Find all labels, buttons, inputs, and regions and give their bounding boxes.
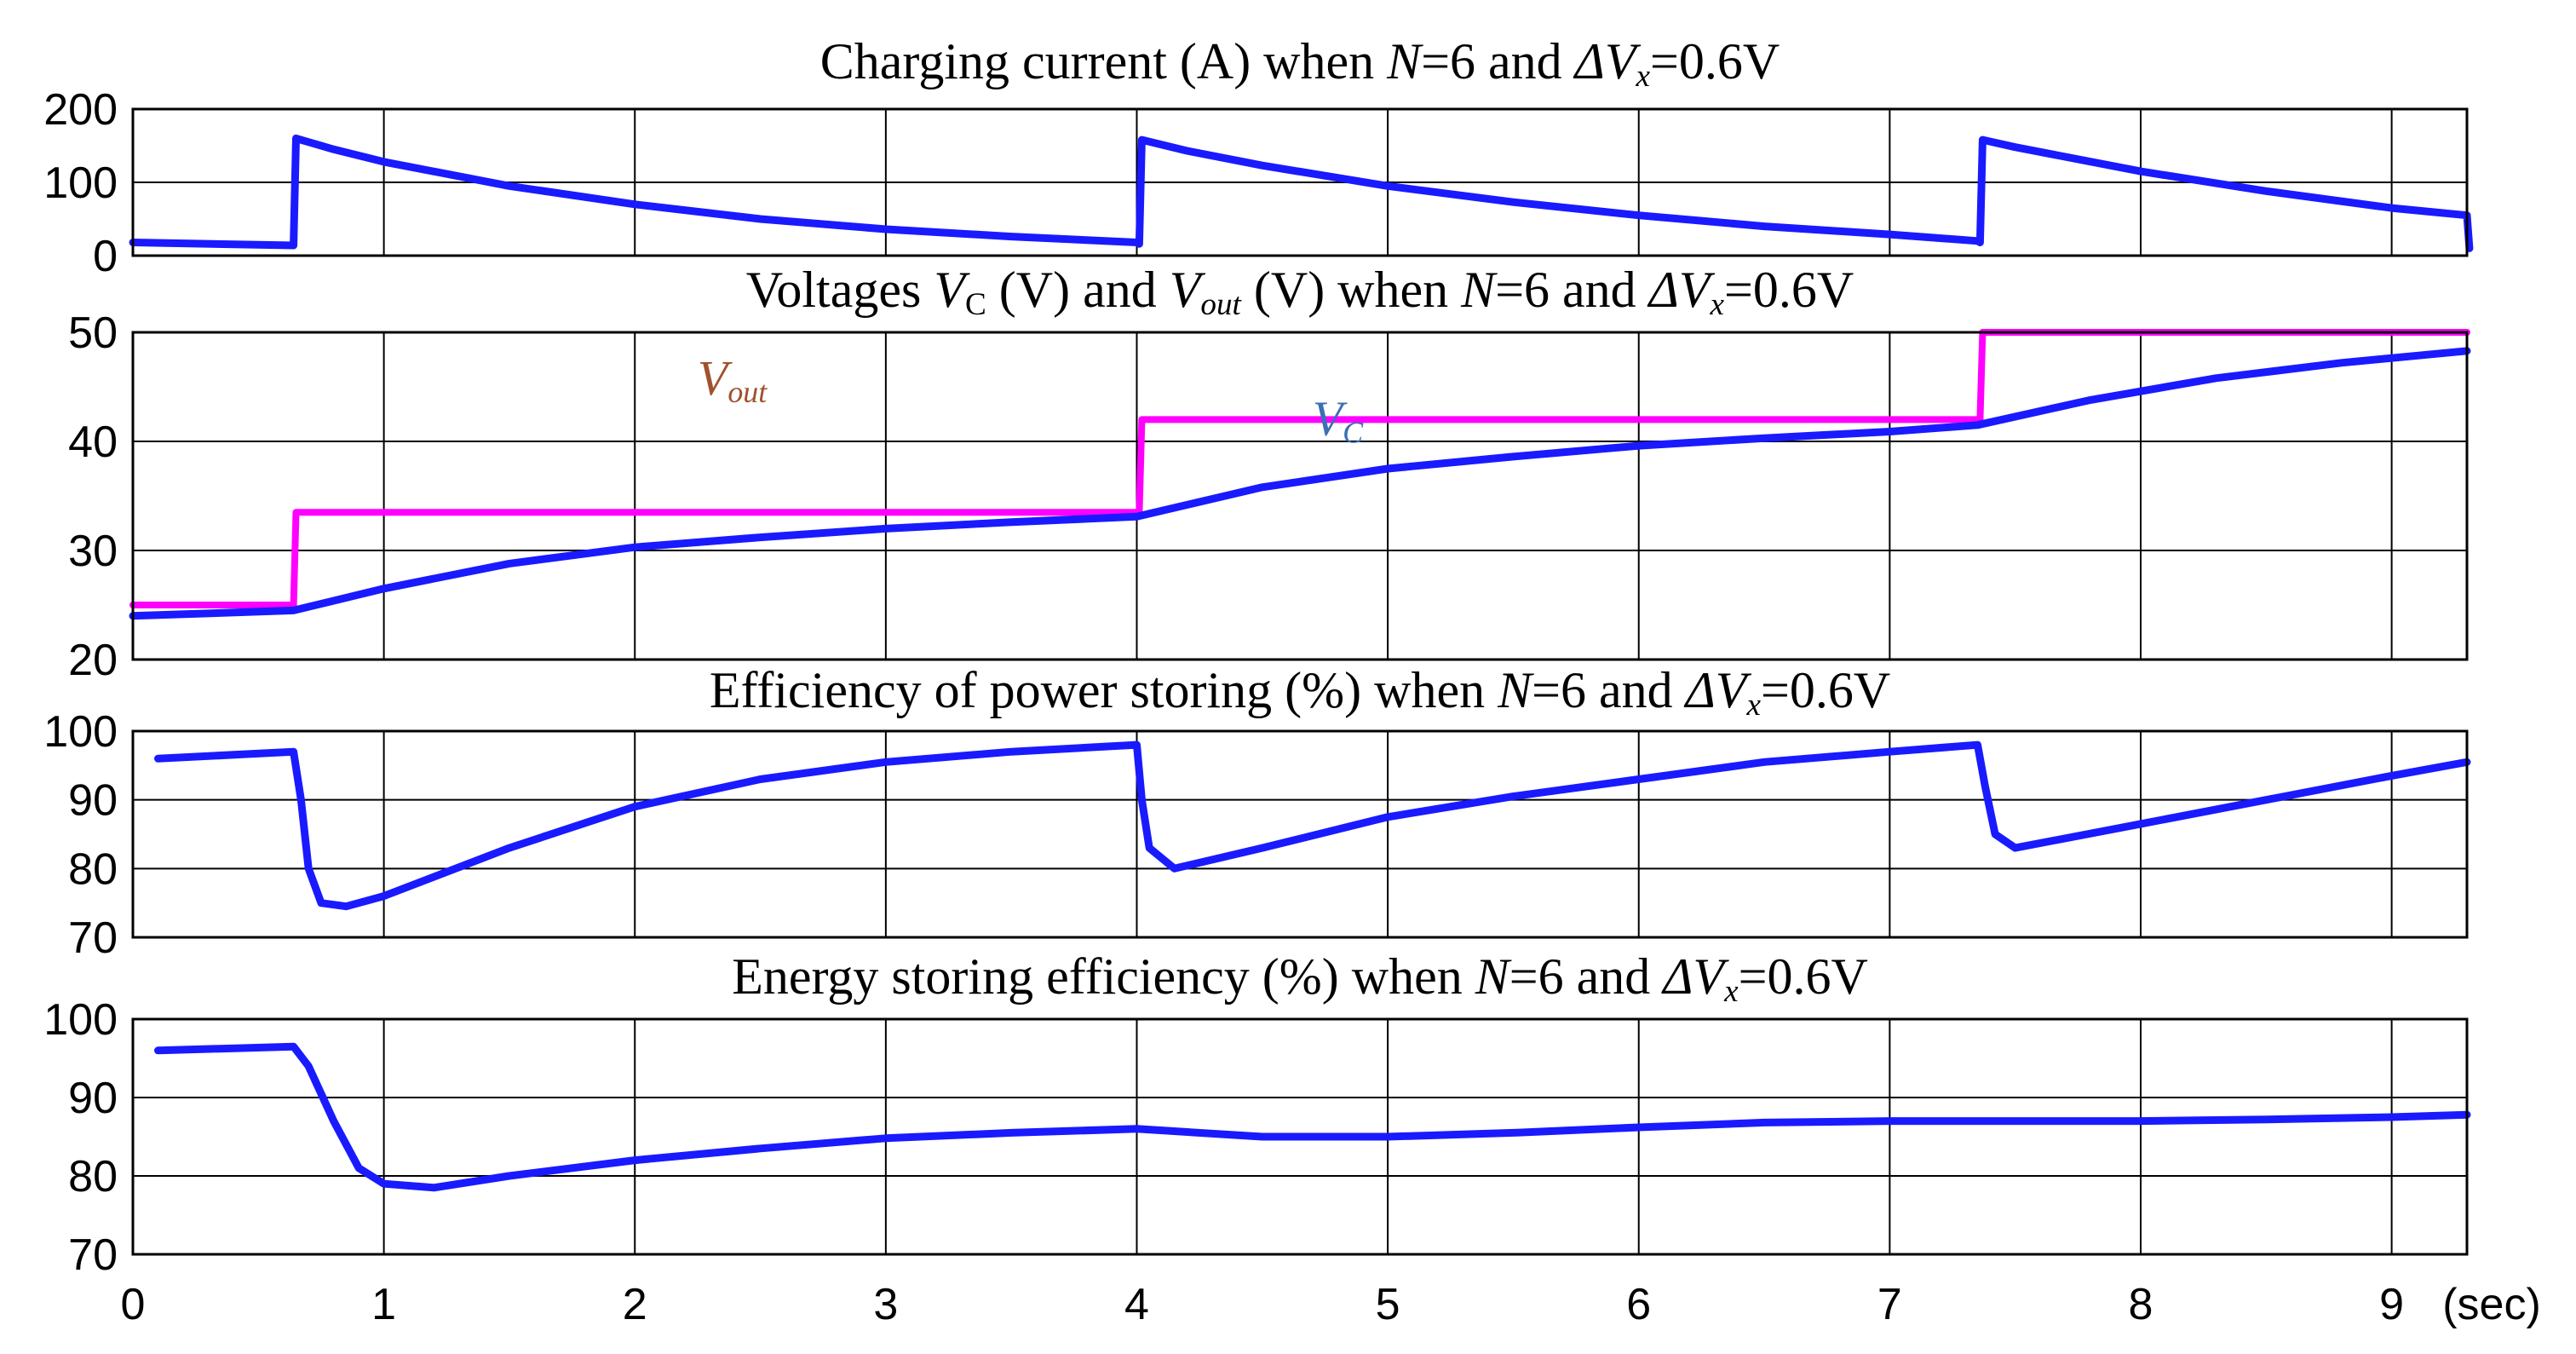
series-annotation: Vout <box>698 350 768 409</box>
chart-title-3: Efficiency of power storing (%) when N=6… <box>710 662 1890 723</box>
x-tick-label: 9 <box>2379 1280 2404 1329</box>
chart-panel-1: Charging current (A) when N=6 and ΔVx=0.… <box>43 33 2474 281</box>
y-tick-label: 70 <box>68 913 118 963</box>
chart-title-2: Voltages VC (V) and Vout (V) when N=6 an… <box>746 262 1854 322</box>
plot-frame <box>131 331 2469 661</box>
x-tick-label: 4 <box>1124 1280 1149 1329</box>
y-tick-label: 0 <box>93 232 118 281</box>
x-tick-label: 5 <box>1376 1280 1400 1329</box>
chart-panel-3: Efficiency of power storing (%) when N=6… <box>43 662 2471 963</box>
series-line <box>154 1042 2471 1192</box>
x-axis: 0 1 2 3 4 5 6 7 8 9 (sec) <box>121 1280 2541 1329</box>
series-annotation: VC <box>1313 390 1364 449</box>
y-tick-label: 70 <box>68 1230 118 1280</box>
x-tick-label: 3 <box>873 1280 898 1329</box>
y-tick-label: 40 <box>68 418 118 467</box>
y-tick-label: 20 <box>68 636 118 685</box>
y-tick-label: 90 <box>68 1074 118 1123</box>
series-line <box>154 740 2471 911</box>
series-line-vout <box>129 329 2470 608</box>
chart-title-1: Charging current (A) when N=6 and ΔVx=0.… <box>820 33 1780 94</box>
y-tick-label: 90 <box>68 776 118 826</box>
y-tick-label: 80 <box>68 844 118 894</box>
y-tick-label: 100 <box>43 707 118 757</box>
x-tick-label: 1 <box>371 1280 396 1329</box>
y-tick-label: 100 <box>43 995 118 1045</box>
chart-panel-4: Energy storing efficiency (%) when N=6 a… <box>43 948 2471 1280</box>
y-tick-label: 100 <box>43 158 118 208</box>
series-line-vc <box>129 347 2471 620</box>
plot-frame <box>131 107 2469 257</box>
plot-frame <box>131 1017 2469 1256</box>
x-tick-label: 0 <box>121 1280 146 1329</box>
x-tick-label: 7 <box>1877 1280 1902 1329</box>
plot-frame <box>131 729 2469 939</box>
x-axis-unit: (sec) <box>2442 1280 2541 1329</box>
y-tick-label: 200 <box>43 85 118 135</box>
x-tick-label: 2 <box>623 1280 647 1329</box>
y-tick-label: 80 <box>68 1152 118 1201</box>
y-tick-label: 30 <box>68 527 118 576</box>
y-tick-label: 50 <box>68 308 118 358</box>
chart-title-4: Energy storing efficiency (%) when N=6 a… <box>732 948 1868 1009</box>
chart-panel-2: Voltages VC (V) and Vout (V) when N=6 an… <box>68 262 2471 685</box>
x-tick-label: 6 <box>1626 1280 1651 1329</box>
x-tick-label: 8 <box>2129 1280 2153 1329</box>
series-line <box>129 134 2474 252</box>
